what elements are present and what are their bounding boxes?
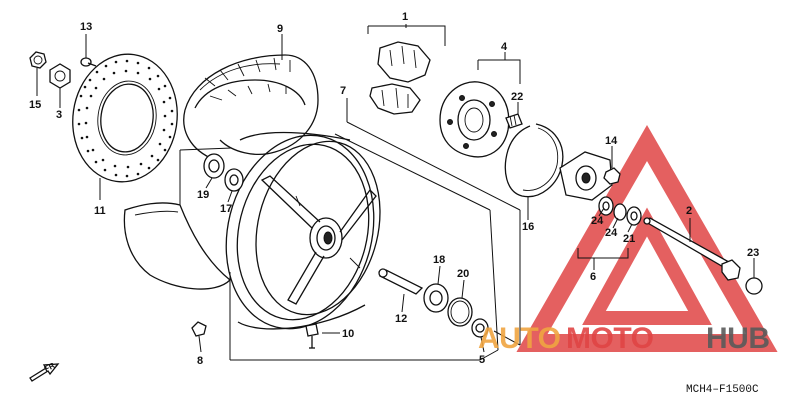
bolt-13: [80, 57, 97, 67]
diagram-code: MCH4–F1500C: [686, 384, 759, 396]
callout-12: 12: [395, 313, 407, 325]
callout-23: 23: [747, 247, 759, 259]
collar-3: [49, 63, 71, 89]
axle-nut-23: [721, 259, 763, 295]
leader-lines: [36, 24, 755, 353]
callout-22: 22: [511, 91, 523, 103]
callout-24-lower: 24: [605, 227, 618, 239]
oil-seal-17: [224, 168, 244, 192]
callout-4: 4: [501, 41, 508, 53]
callout-1: 1: [402, 11, 408, 23]
watermark-hub: HUB: [706, 322, 770, 355]
callout-15: 15: [29, 99, 41, 111]
circlip-16: [504, 123, 564, 198]
callout-17: 17: [220, 203, 232, 215]
valve-8: [191, 321, 207, 337]
callout-2: 2: [686, 205, 692, 217]
wheel-rim: [225, 131, 381, 330]
callout-21: 21: [623, 233, 635, 245]
brake-disc: [72, 53, 178, 183]
damper-rubbers: [369, 41, 431, 115]
callout-8: 8: [197, 355, 203, 367]
bearing-24b: [613, 203, 627, 221]
hub-flange-right: [559, 151, 613, 201]
callout-13: 13: [80, 21, 92, 33]
seal-5: [471, 318, 489, 338]
watermark-moto: MOTO: [566, 322, 654, 355]
callout-labels: 1 2 3 4 5 6 7 8 9 10 11 12 13 14 15 16 1…: [29, 11, 759, 367]
bearing-18: [423, 283, 449, 313]
callout-16: 16: [522, 221, 534, 233]
watermark-auto: AUTO: [478, 322, 561, 355]
nut-15: [29, 51, 47, 69]
spacer-12: [378, 268, 424, 295]
driven-flange: [439, 81, 510, 158]
nut-14: [603, 167, 621, 185]
front-direction-label: FR.: [43, 360, 59, 374]
callout-10: 10: [342, 328, 354, 340]
watermark-wordmark: AUTO MOTO HUB: [478, 322, 770, 355]
callout-3: 3: [56, 109, 62, 121]
bearing-19: [203, 153, 225, 179]
o-ring-20: [447, 297, 473, 327]
watermark-logo: [516, 124, 778, 352]
front-direction-arrow: [29, 363, 60, 382]
callout-24-upper: 24: [591, 215, 604, 227]
callout-6: 6: [590, 271, 596, 283]
callout-20: 20: [457, 268, 469, 280]
stud-22: [505, 113, 523, 129]
callout-5: 5: [479, 354, 485, 366]
oil-seal-21: [626, 206, 642, 226]
callout-19: 19: [197, 189, 209, 201]
callout-18: 18: [433, 254, 445, 266]
callout-11: 11: [94, 205, 106, 217]
assembly-box-lines: [179, 25, 629, 361]
callout-7: 7: [340, 85, 346, 97]
callout-9: 9: [277, 23, 283, 35]
callout-14: 14: [605, 135, 618, 147]
bolt-10: [305, 323, 319, 349]
